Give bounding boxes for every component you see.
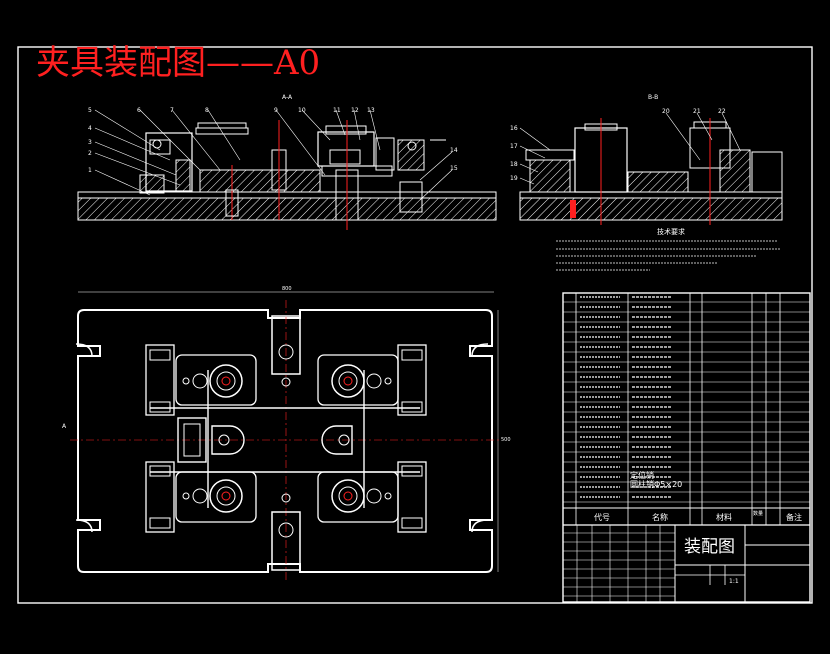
parts-row-locating-pin: 定位销 <box>630 470 654 480</box>
balloon: 18 <box>510 161 518 168</box>
balloon: 19 <box>510 175 518 182</box>
balloon: 21 <box>693 108 701 115</box>
balloon: 6 <box>137 107 141 114</box>
section-a-label: A-A <box>282 94 293 101</box>
balloon: 2 <box>88 150 92 157</box>
balloon: 15 <box>450 165 458 172</box>
balloon: 3 <box>88 139 92 146</box>
technical-notes: 技术要求 <box>556 227 780 271</box>
front-section-view: A-A <box>77 94 497 230</box>
balloon: 9 <box>274 107 278 114</box>
balloon: 17 <box>510 143 518 150</box>
parts-row-cylinder-pin: 圆柱销Φ5×20 <box>630 479 682 489</box>
scale-value: 1:1 <box>729 578 739 585</box>
plan-section-marker: A <box>62 423 67 430</box>
parts-list-rows <box>563 296 810 503</box>
clamp-unit-bottom-right <box>317 461 427 533</box>
balloon: 10 <box>298 107 306 114</box>
balloon: 1 <box>88 167 92 174</box>
balloon: 5 <box>88 107 92 114</box>
header-qty: 数量 <box>753 510 763 517</box>
outer-frame <box>17 46 813 604</box>
dimension-height: 500 <box>501 437 511 443</box>
balloon: 13 <box>367 107 375 114</box>
clamp-unit-top-left <box>145 344 257 416</box>
balloon: 14 <box>450 147 458 154</box>
signature-grid <box>563 525 675 602</box>
plan-view: 800 500 A <box>62 286 511 580</box>
drawing-title: 装配图 <box>684 537 735 557</box>
header-material: 材料 <box>716 512 732 522</box>
balloon: 16 <box>510 125 518 132</box>
notes-title: 技术要求 <box>657 227 685 236</box>
parts-list-table: 定位销 圆柱销Φ5×20 代号 名称 材料 数量 备注 装配图 1:1 <box>562 292 811 603</box>
balloon: 20 <box>662 108 670 115</box>
balloon-leaders-front: 5 4 3 2 1 6 7 8 9 10 11 12 13 14 15 <box>88 107 458 201</box>
balloon: 12 <box>351 107 359 114</box>
clamp-unit-bottom-left <box>145 461 257 533</box>
balloon: 22 <box>718 108 726 115</box>
balloon: 7 <box>170 107 174 114</box>
header-name: 名称 <box>652 512 668 522</box>
header-code: 代号 <box>594 512 610 522</box>
balloon: 11 <box>333 107 341 114</box>
drawing-heading: 夹具装配图——A0 <box>36 43 320 83</box>
section-b-label: B-B <box>648 94 658 101</box>
balloon: 8 <box>205 107 209 114</box>
header-remarks: 备注 <box>786 512 802 522</box>
dimension-overall: 800 <box>282 286 292 292</box>
clamp-unit-top-right <box>317 344 427 416</box>
side-section-view: B-B 16 17 18 19 20 21 22 <box>510 94 783 225</box>
balloon: 4 <box>88 125 92 132</box>
